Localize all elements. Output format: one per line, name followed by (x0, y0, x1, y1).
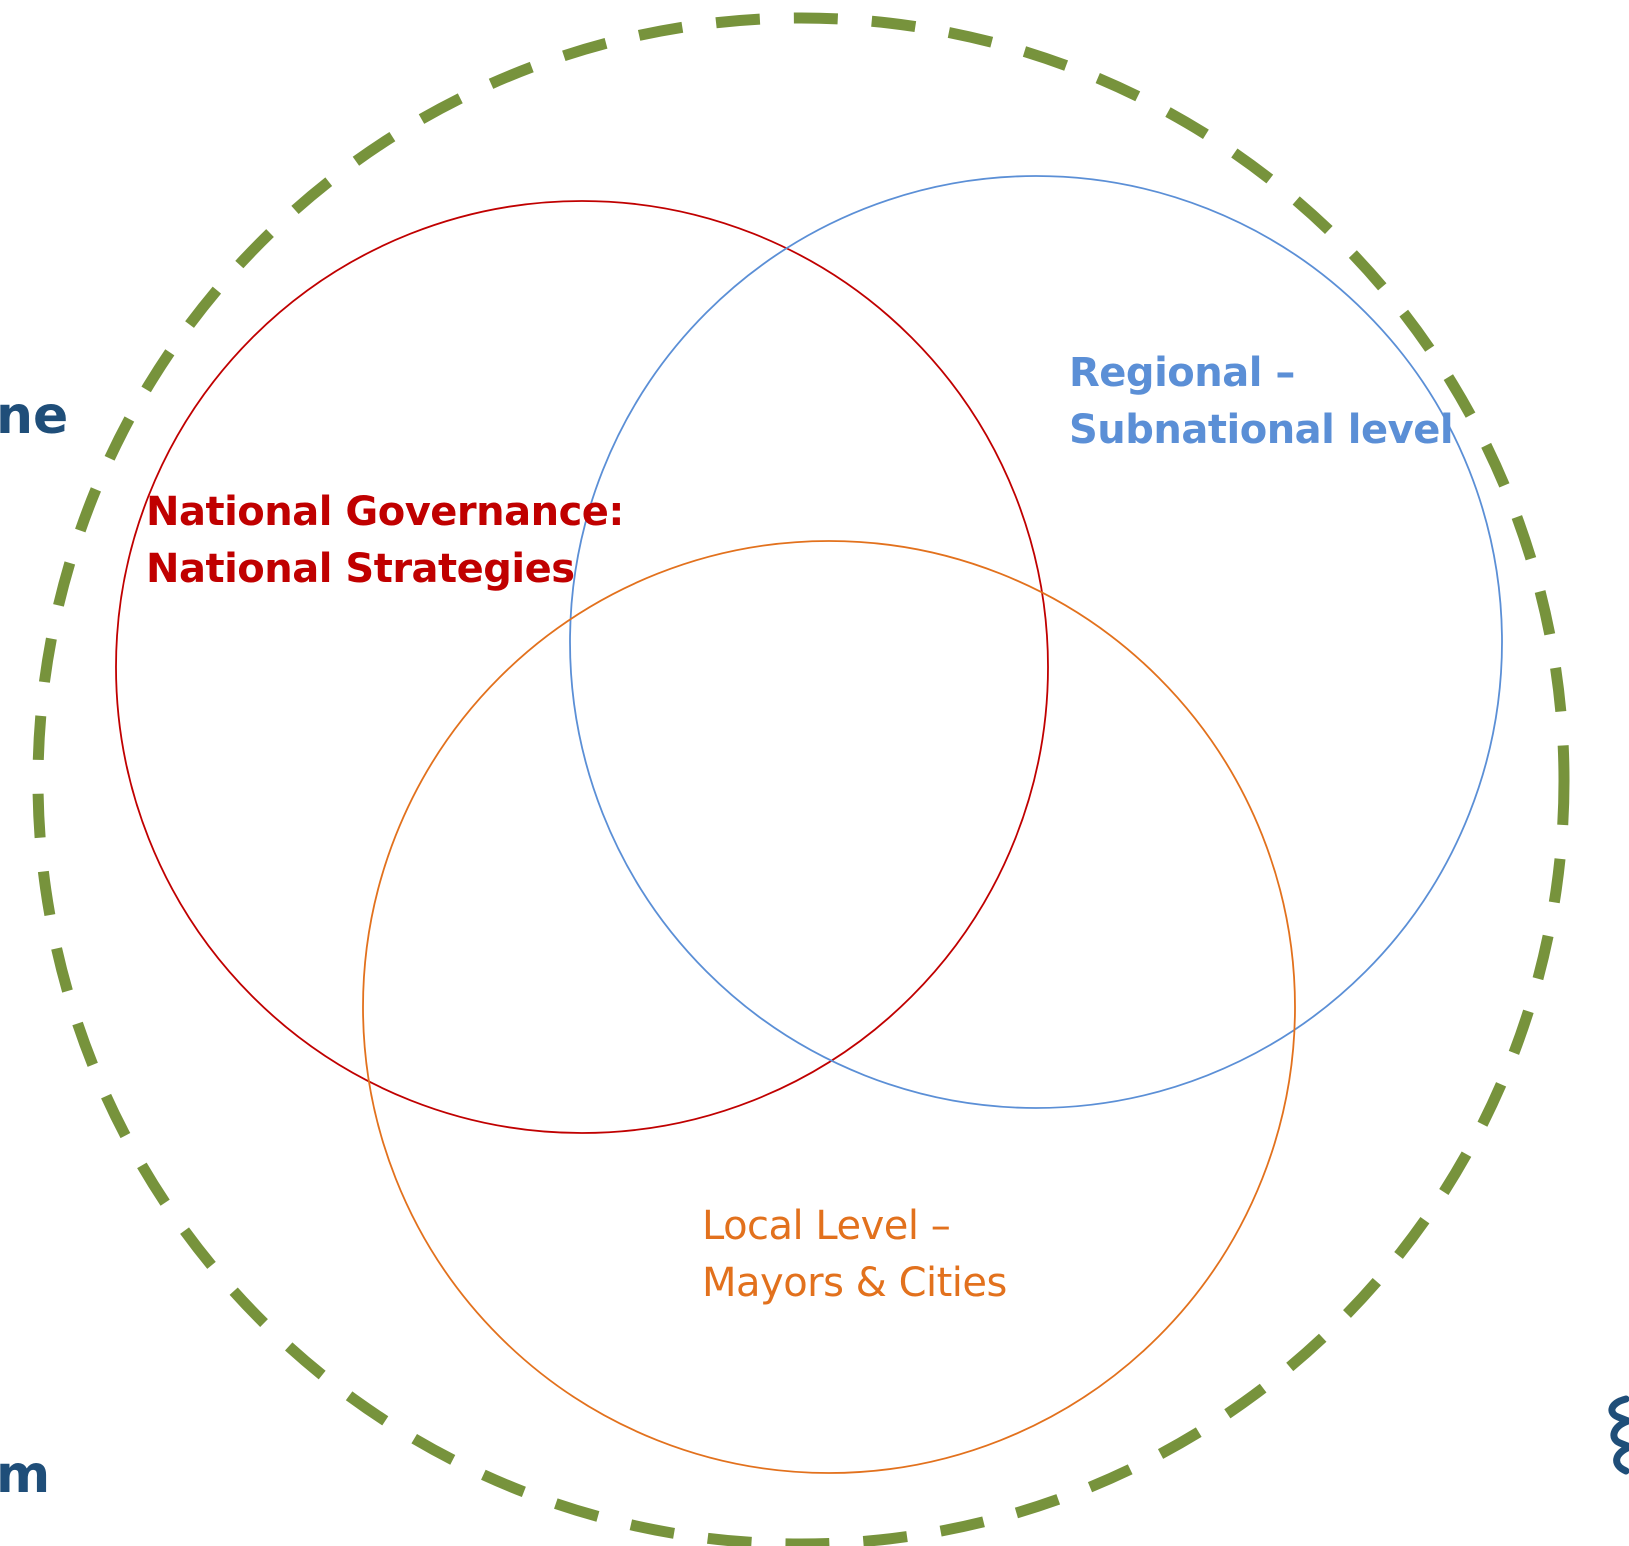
national-circle (115, 200, 1049, 1134)
regional-circle (569, 175, 1503, 1109)
regional-label-line2: Subnational level (1069, 407, 1454, 453)
outer-dashed-circle (32, 12, 1570, 1546)
cut-off-text-top-left: ne (0, 386, 69, 446)
regional-level-label: Regional – Subnational level (1069, 345, 1454, 459)
local-label-line1: Local Level – (702, 1203, 951, 1249)
cut-off-text-bottom-left: m (0, 1445, 51, 1505)
regional-label-line1: Regional – (1069, 350, 1295, 396)
national-label-line1: National Governance: (146, 489, 624, 535)
national-label-line2: National Strategies (146, 546, 575, 592)
partial-logo-icon (1608, 1395, 1629, 1475)
local-label-line2: Mayors & Cities (702, 1260, 1007, 1306)
national-governance-label: National Governance: National Strategies (146, 484, 624, 598)
local-circle (362, 540, 1296, 1474)
local-level-label: Local Level – Mayors & Cities (702, 1198, 1007, 1312)
